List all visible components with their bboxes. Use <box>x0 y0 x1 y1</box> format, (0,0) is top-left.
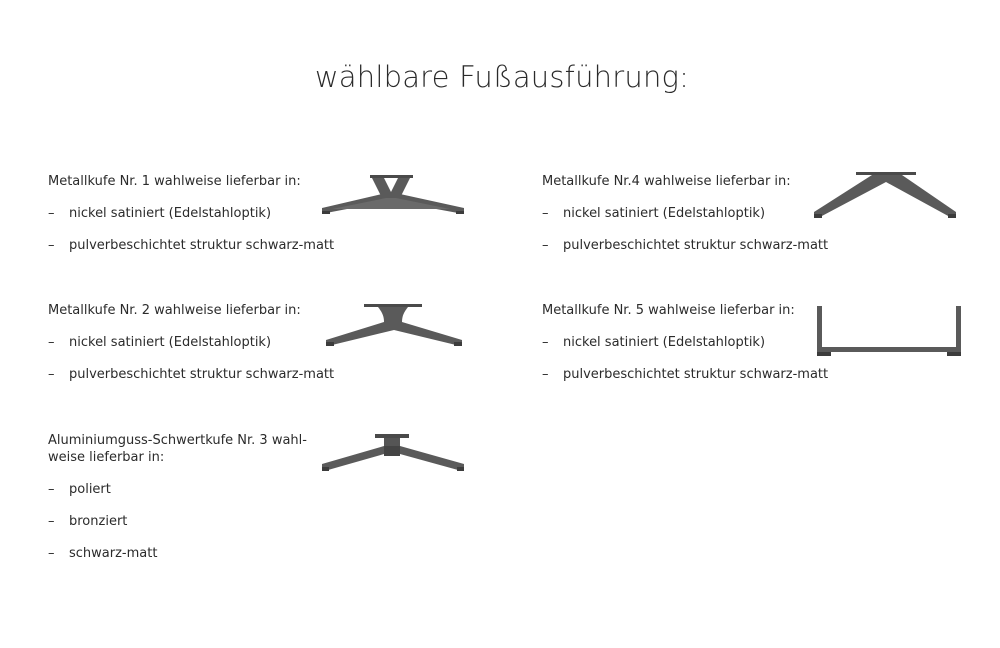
bullet-dash: – <box>48 482 55 497</box>
list-item: –nickel satiniert (Edelstahloptik) <box>542 334 828 351</box>
option-heading: Metallkufe Nr. 5 wahlweise lieferbar in: <box>542 303 795 318</box>
option-metallkufe-1: Metallkufe Nr. 1 wahlweise lieferbar in:… <box>48 173 334 254</box>
list-item-label: poliert <box>69 482 111 497</box>
option-heading: Metallkufe Nr. 1 wahlweise lieferbar in: <box>48 174 301 189</box>
metallkufe-4-drawing <box>810 170 960 220</box>
bullet-dash: – <box>48 514 55 529</box>
finish-list: –nickel satiniert (Edelstahloptik) –pulv… <box>542 205 828 254</box>
option-metallkufe-5: Metallkufe Nr. 5 wahlweise lieferbar in:… <box>542 302 828 383</box>
list-item: –bronziert <box>48 513 318 530</box>
list-item-label: pulverbeschichtet struktur schwarz-matt <box>563 238 829 253</box>
page-title: wählbare Fußausführung: <box>314 60 690 94</box>
finish-list: –poliert –bronziert –schwarz-matt <box>48 481 318 562</box>
list-item: –pulverbeschichtet struktur schwarz-matt <box>48 366 334 383</box>
bullet-dash: – <box>48 546 55 561</box>
bullet-dash: – <box>542 206 549 221</box>
list-item-label: bronziert <box>69 514 128 529</box>
list-item-label: nickel satiniert (Edelstahloptik) <box>563 335 766 350</box>
option-heading: Metallkufe Nr.4 wahlweise lieferbar in: <box>542 174 791 189</box>
bullet-dash: – <box>48 238 55 253</box>
bullet-dash: – <box>542 238 549 253</box>
bullet-dash: – <box>48 367 55 382</box>
list-item-label: pulverbeschichtet struktur schwarz-matt <box>69 238 335 253</box>
metallkufe-5-drawing <box>814 304 964 360</box>
metallkufe-1-drawing <box>320 172 466 218</box>
option-heading: Aluminiumguss-Schwertkufe Nr. 3 wahl- we… <box>48 433 307 465</box>
option-metallkufe-4: Metallkufe Nr.4 wahlweise lieferbar in: … <box>542 173 828 254</box>
list-item-label: pulverbeschichtet struktur schwarz-matt <box>563 367 829 382</box>
finish-list: –nickel satiniert (Edelstahloptik) –pulv… <box>542 334 828 383</box>
bullet-dash: – <box>48 206 55 221</box>
list-item: –pulverbeschichtet struktur schwarz-matt <box>542 237 828 254</box>
list-item-label: nickel satiniert (Edelstahloptik) <box>69 206 272 221</box>
list-item: –nickel satiniert (Edelstahloptik) <box>542 205 828 222</box>
list-item-label: pulverbeschichtet struktur schwarz-matt <box>69 367 335 382</box>
list-item: –pulverbeschichtet struktur schwarz-matt <box>48 237 334 254</box>
bullet-dash: – <box>48 335 55 350</box>
list-item-label: nickel satiniert (Edelstahloptik) <box>69 335 272 350</box>
option-schwertkufe-3: Aluminiumguss-Schwertkufe Nr. 3 wahl- we… <box>48 432 318 562</box>
list-item-label: schwarz-matt <box>69 546 158 561</box>
list-item: –nickel satiniert (Edelstahloptik) <box>48 334 334 351</box>
bullet-dash: – <box>542 335 549 350</box>
list-item: –nickel satiniert (Edelstahloptik) <box>48 205 334 222</box>
schwertkufe-3-drawing <box>320 432 466 476</box>
metallkufe-2-drawing <box>322 302 466 352</box>
option-metallkufe-2: Metallkufe Nr. 2 wahlweise lieferbar in:… <box>48 302 334 383</box>
list-item: –pulverbeschichtet struktur schwarz-matt <box>542 366 828 383</box>
list-item-label: nickel satiniert (Edelstahloptik) <box>563 206 766 221</box>
finish-list: –nickel satiniert (Edelstahloptik) –pulv… <box>48 205 334 254</box>
bullet-dash: – <box>542 367 549 382</box>
list-item: –schwarz-matt <box>48 545 318 562</box>
option-heading: Metallkufe Nr. 2 wahlweise lieferbar in: <box>48 303 301 318</box>
list-item: –poliert <box>48 481 318 498</box>
finish-list: –nickel satiniert (Edelstahloptik) –pulv… <box>48 334 334 383</box>
